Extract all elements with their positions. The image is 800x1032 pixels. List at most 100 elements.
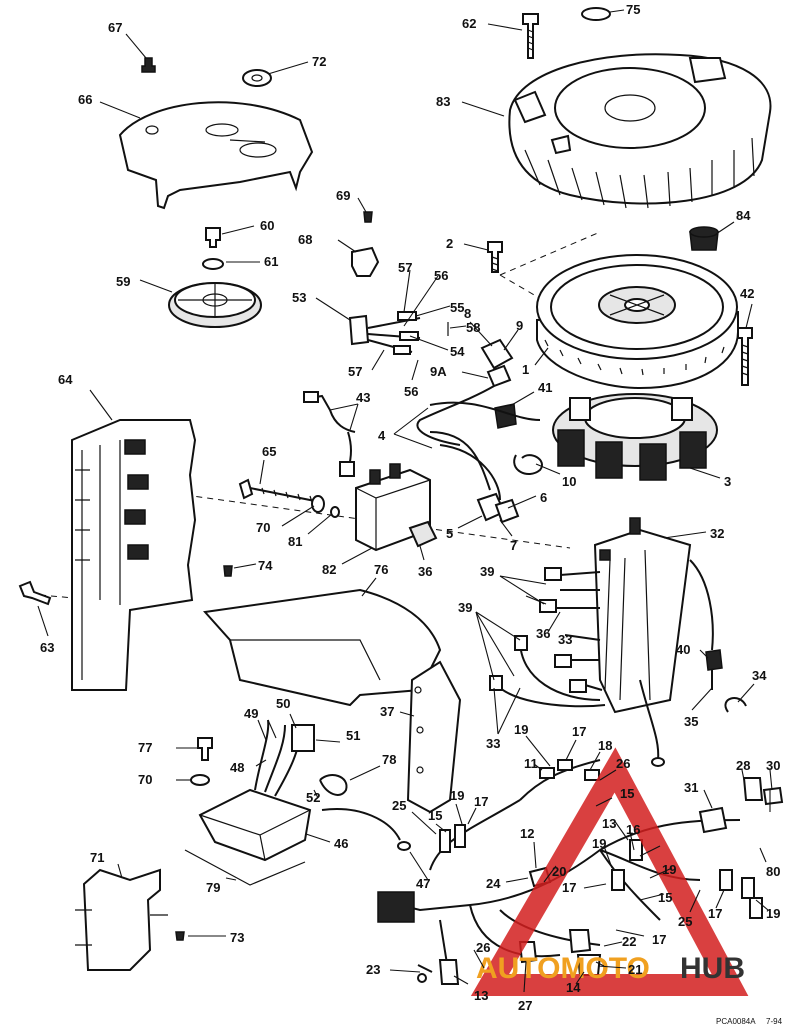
callout-41: 41: [538, 380, 552, 395]
part-screw-73: [175, 931, 185, 941]
part-timer-base-59: [168, 282, 262, 328]
callout-74: 74: [258, 558, 273, 573]
figure-code-date: 7-94: [766, 1017, 783, 1026]
callout-62: 62: [462, 16, 476, 31]
callout-23: 23: [366, 962, 380, 977]
callout-26-top: 26: [616, 756, 630, 771]
part-flywheel-cover-83: [508, 53, 772, 209]
callout-7: 7: [510, 538, 517, 553]
part-ignition-cover-64: [71, 419, 197, 691]
callout-69: 69: [336, 188, 350, 203]
callout-2: 2: [446, 236, 453, 251]
callout-46: 46: [334, 836, 348, 851]
part-screw-65: [238, 478, 321, 503]
callout-27: 27: [518, 998, 532, 1013]
part-stator-3: [552, 393, 718, 481]
callout-19-left: 19: [450, 788, 464, 803]
part-screw-63: [18, 580, 52, 606]
callout-83: 83: [436, 94, 450, 109]
callout-64: 64: [58, 372, 73, 387]
callout-54: 54: [450, 344, 465, 359]
watermark-brand-auto: AUTOMOTO: [476, 952, 650, 985]
callout-25-right: 25: [678, 914, 692, 929]
callout-17-right: 17: [708, 906, 722, 921]
part-power-pack-32: [489, 517, 714, 714]
callout-49: 49: [244, 706, 258, 721]
figure-code-id: PCA0084A: [716, 1017, 756, 1026]
part-rectifier-46: [198, 719, 315, 862]
part-spark-plug-leads-43: [303, 391, 356, 477]
callout-56-upper: 56: [434, 268, 448, 283]
part-washer-75: [581, 7, 611, 21]
callout-56-lower: 56: [404, 384, 418, 399]
part-washer-61: [202, 258, 224, 270]
callout-42: 42: [740, 286, 754, 301]
callout-1: 1: [522, 362, 529, 377]
part-grommet-84: [689, 226, 719, 251]
callout-75: 75: [626, 2, 640, 17]
figure-code: PCA0084A 7-94: [716, 1017, 783, 1026]
callout-30: 30: [766, 758, 780, 773]
callout-9a: 9A: [430, 364, 447, 379]
callout-36-upper: 36: [418, 564, 432, 579]
callout-4: 4: [378, 428, 386, 443]
part-washer-70-lower: [190, 774, 210, 786]
part-sleeve-36: [408, 520, 438, 548]
callout-77: 77: [138, 740, 152, 755]
part-washer-72: [242, 69, 272, 87]
part-spacer-41: [494, 403, 517, 429]
callout-19-mid: 19: [592, 836, 606, 851]
callout-68: 68: [298, 232, 312, 247]
callout-15-right: 15: [658, 890, 672, 905]
part-clip-34: [724, 697, 747, 713]
callout-57-lower: 57: [348, 364, 362, 379]
callout-53: 53: [292, 290, 306, 305]
part-screw-74: [223, 565, 233, 577]
callout-58: 58: [466, 320, 480, 335]
callout-34: 34: [752, 668, 767, 683]
part-terminal-40: [705, 649, 723, 690]
callout-20: 20: [552, 864, 566, 879]
callout-66: 66: [78, 92, 92, 107]
callout-14: 14: [566, 980, 581, 995]
part-timer-base-plate: [118, 101, 314, 210]
callout-21: 21: [628, 962, 642, 977]
callout-47: 47: [416, 876, 430, 891]
callout-16: 16: [626, 822, 640, 837]
callout-39-upper: 39: [480, 564, 494, 579]
part-screw-62: [522, 13, 539, 59]
part-screw-42: [737, 327, 753, 386]
callout-70-upper: 70: [256, 520, 270, 535]
callout-51: 51: [346, 728, 360, 743]
callout-84: 84: [736, 208, 751, 223]
callout-6: 6: [540, 490, 547, 505]
callout-15-left: 15: [428, 808, 442, 823]
callout-82: 82: [322, 562, 336, 577]
callout-78: 78: [382, 752, 396, 767]
callout-40: 40: [676, 642, 690, 657]
callout-76: 76: [374, 562, 388, 577]
callout-36-lower: 36: [536, 626, 550, 641]
callout-59: 59: [116, 274, 130, 289]
part-connector-5-6-7: [476, 492, 520, 524]
callout-50: 50: [276, 696, 290, 711]
callout-17-top: 17: [572, 724, 586, 739]
part-cover-71: [75, 868, 168, 971]
part-flywheel-1: [536, 254, 739, 390]
watermark-triangle: [470, 747, 749, 996]
callout-48: 48: [230, 760, 244, 775]
callout-71: 71: [90, 850, 104, 865]
leader-lines: [37, 9, 773, 993]
callout-79: 79: [206, 880, 220, 895]
callout-labels: 67 72 66 62 75 83 69 60 61 68 84 2 59 57…: [40, 2, 780, 1013]
callout-81: 81: [288, 534, 302, 549]
callout-70-lower: 70: [138, 772, 152, 787]
callout-9: 9: [516, 318, 523, 333]
part-bracket-37: [406, 660, 462, 814]
part-screw-77: [197, 737, 213, 761]
part-spacer-81: [330, 506, 340, 518]
part-washer-70-upper: [311, 495, 325, 513]
callout-19-right: 19: [662, 862, 676, 877]
callout-24: 24: [486, 876, 501, 891]
